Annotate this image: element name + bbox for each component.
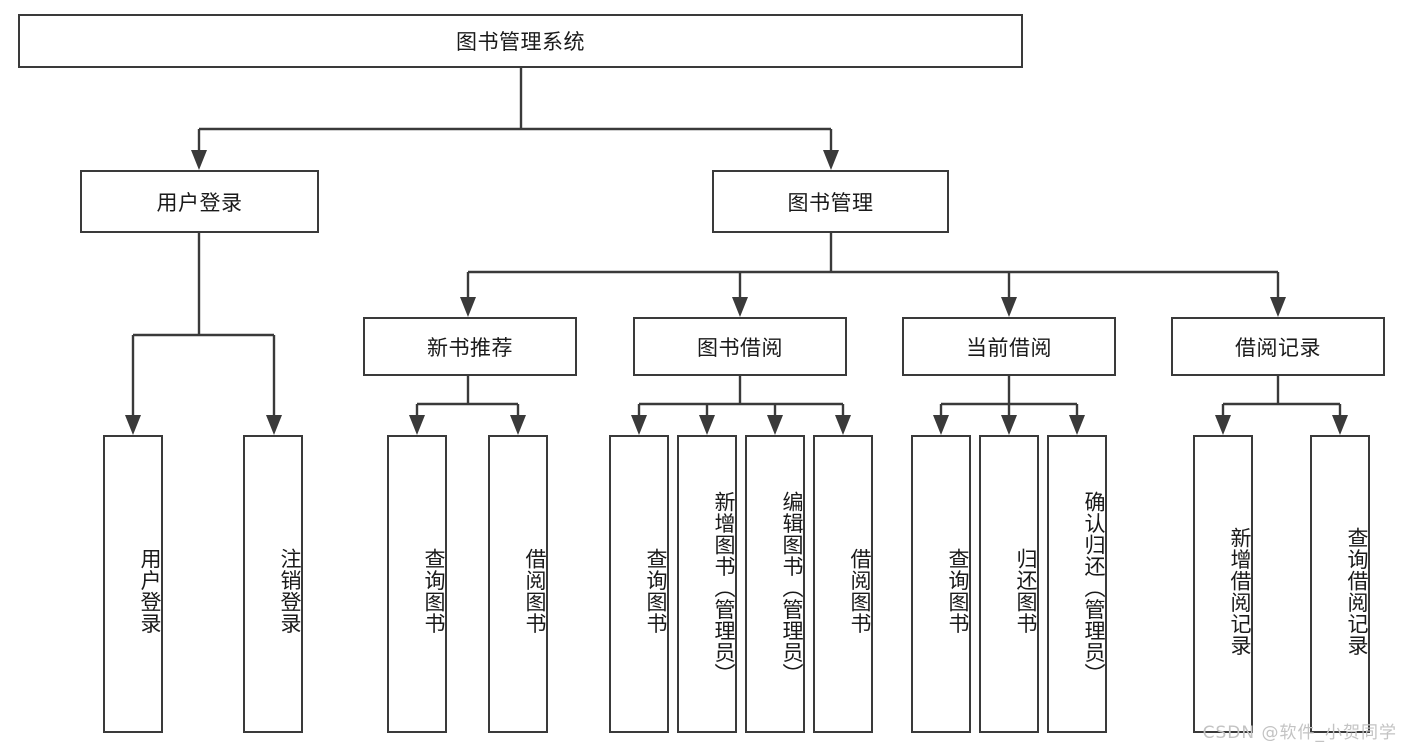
leaf-recommend-borrow-book[interactable]: 借阅图书 xyxy=(488,435,548,733)
leaf-borrow-query-book[interactable]: 查询图书 xyxy=(609,435,669,733)
leaf-user-login-logout[interactable]: 注销登录 xyxy=(243,435,303,733)
arrow-book-mgmt-c1 xyxy=(460,297,476,317)
node-label: 确认归还（管理员） xyxy=(1082,491,1106,685)
arrow-borrow-c1 xyxy=(631,415,647,435)
node-label: 查询图书 xyxy=(644,548,668,634)
node-label: 图书借阅 xyxy=(697,335,783,360)
node-label: 注销登录 xyxy=(278,548,302,634)
arrow-current-c3 xyxy=(1069,415,1085,435)
node-label: 查询借阅记录 xyxy=(1345,526,1369,656)
arrow-borrow-c3 xyxy=(767,415,783,435)
arrow-root-to-book-mgmt xyxy=(823,150,839,170)
leaf-borrow-edit-book-admin[interactable]: 编辑图书（管理员） xyxy=(745,435,805,733)
leaf-record-query-record[interactable]: 查询借阅记录 xyxy=(1310,435,1370,733)
node-label: 用户登录 xyxy=(156,190,243,215)
node-label: 新书推荐 xyxy=(427,335,513,360)
node-label: 新增图书（管理员） xyxy=(712,491,736,685)
node-label: 借阅图书 xyxy=(523,548,547,634)
node-label: 查询图书 xyxy=(946,548,970,634)
node-label: 图书管理 xyxy=(787,190,874,215)
arrow-borrow-c4 xyxy=(835,415,851,435)
node-label: 借阅记录 xyxy=(1235,335,1321,360)
arrow-recommend-c1 xyxy=(409,415,425,435)
node-label: 当前借阅 xyxy=(966,335,1052,360)
leaf-borrow-borrow-book[interactable]: 借阅图书 xyxy=(813,435,873,733)
leaf-current-query-book[interactable]: 查询图书 xyxy=(911,435,971,733)
arrow-book-mgmt-c2 xyxy=(732,297,748,317)
leaf-current-confirm-return-admin[interactable]: 确认归还（管理员） xyxy=(1047,435,1107,733)
arrow-user-login-c2 xyxy=(266,415,282,435)
arrow-borrow-c2 xyxy=(699,415,715,435)
node-book-management[interactable]: 图书管理 xyxy=(712,170,949,233)
leaf-borrow-add-book-admin[interactable]: 新增图书（管理员） xyxy=(677,435,737,733)
arrow-root-to-user-login xyxy=(191,150,207,170)
node-current-borrow[interactable]: 当前借阅 xyxy=(902,317,1116,376)
arrow-current-c1 xyxy=(933,415,949,435)
arrow-book-mgmt-c3 xyxy=(1001,297,1017,317)
node-label: 查询图书 xyxy=(422,548,446,634)
node-borrow-record[interactable]: 借阅记录 xyxy=(1171,317,1385,376)
node-book-borrow[interactable]: 图书借阅 xyxy=(633,317,847,376)
arrow-current-c2 xyxy=(1001,415,1017,435)
node-label: 编辑图书（管理员） xyxy=(780,491,804,685)
leaf-record-add-record[interactable]: 新增借阅记录 xyxy=(1193,435,1253,733)
node-label: 用户登录 xyxy=(138,548,162,634)
arrow-user-login-c1 xyxy=(125,415,141,435)
arrow-book-mgmt-c4 xyxy=(1270,297,1286,317)
node-root-book-management-system[interactable]: 图书管理系统 xyxy=(18,14,1023,68)
node-new-book-recommend[interactable]: 新书推荐 xyxy=(363,317,577,376)
leaf-user-login-login[interactable]: 用户登录 xyxy=(103,435,163,733)
arrow-record-c2 xyxy=(1332,415,1348,435)
node-label: 借阅图书 xyxy=(848,548,872,634)
arrow-recommend-c2 xyxy=(510,415,526,435)
node-label: 新增借阅记录 xyxy=(1228,526,1252,656)
node-label: 图书管理系统 xyxy=(456,30,585,54)
node-label: 归还图书 xyxy=(1014,548,1038,634)
leaf-current-return-book[interactable]: 归还图书 xyxy=(979,435,1039,733)
arrow-record-c1 xyxy=(1215,415,1231,435)
node-user-login[interactable]: 用户登录 xyxy=(80,170,319,233)
leaf-recommend-query-book[interactable]: 查询图书 xyxy=(387,435,447,733)
